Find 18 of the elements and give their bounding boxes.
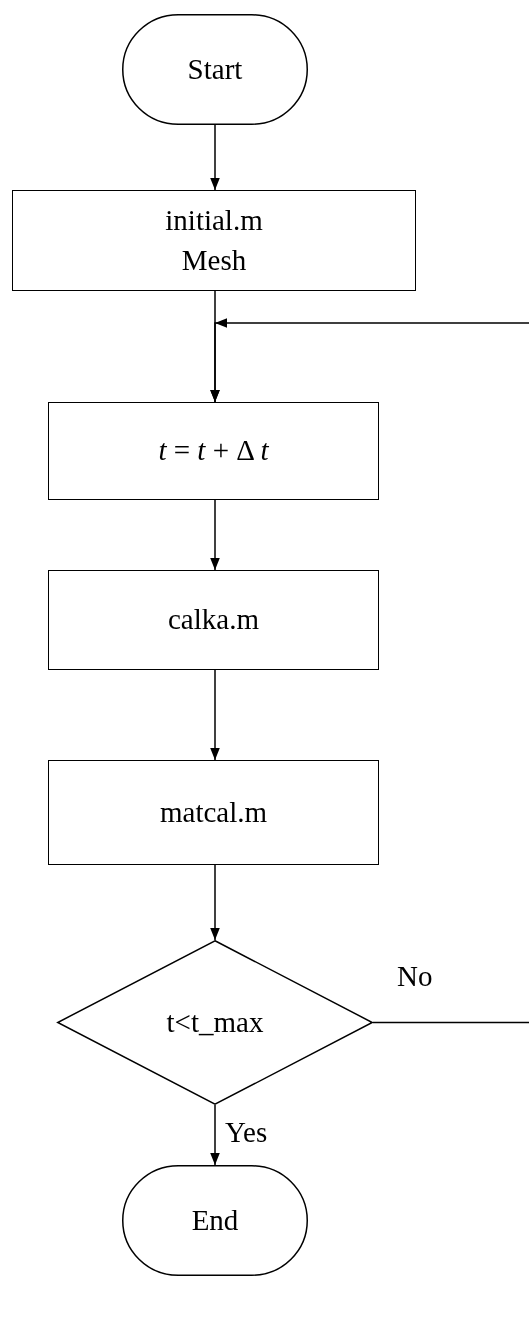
node-label: matcal.m <box>159 794 268 830</box>
node-label: End <box>191 1202 239 1238</box>
arrow <box>210 318 529 1024</box>
node-label: Start <box>187 51 243 87</box>
process-box <box>48 570 379 670</box>
decision-diamond <box>57 940 373 1105</box>
arrow <box>210 1104 220 1166</box>
node-label: t = t + Δ t <box>158 433 269 469</box>
node-label: initial.m Mesh <box>164 203 264 278</box>
node-label: t<t_max <box>166 1004 264 1040</box>
arrow <box>210 864 220 941</box>
process-box <box>12 190 416 291</box>
arrow <box>210 499 220 571</box>
process-box <box>48 402 379 500</box>
process-box <box>48 760 379 865</box>
arrow <box>210 124 220 191</box>
arrow <box>210 669 220 761</box>
node-label: calka.m <box>168 602 259 638</box>
